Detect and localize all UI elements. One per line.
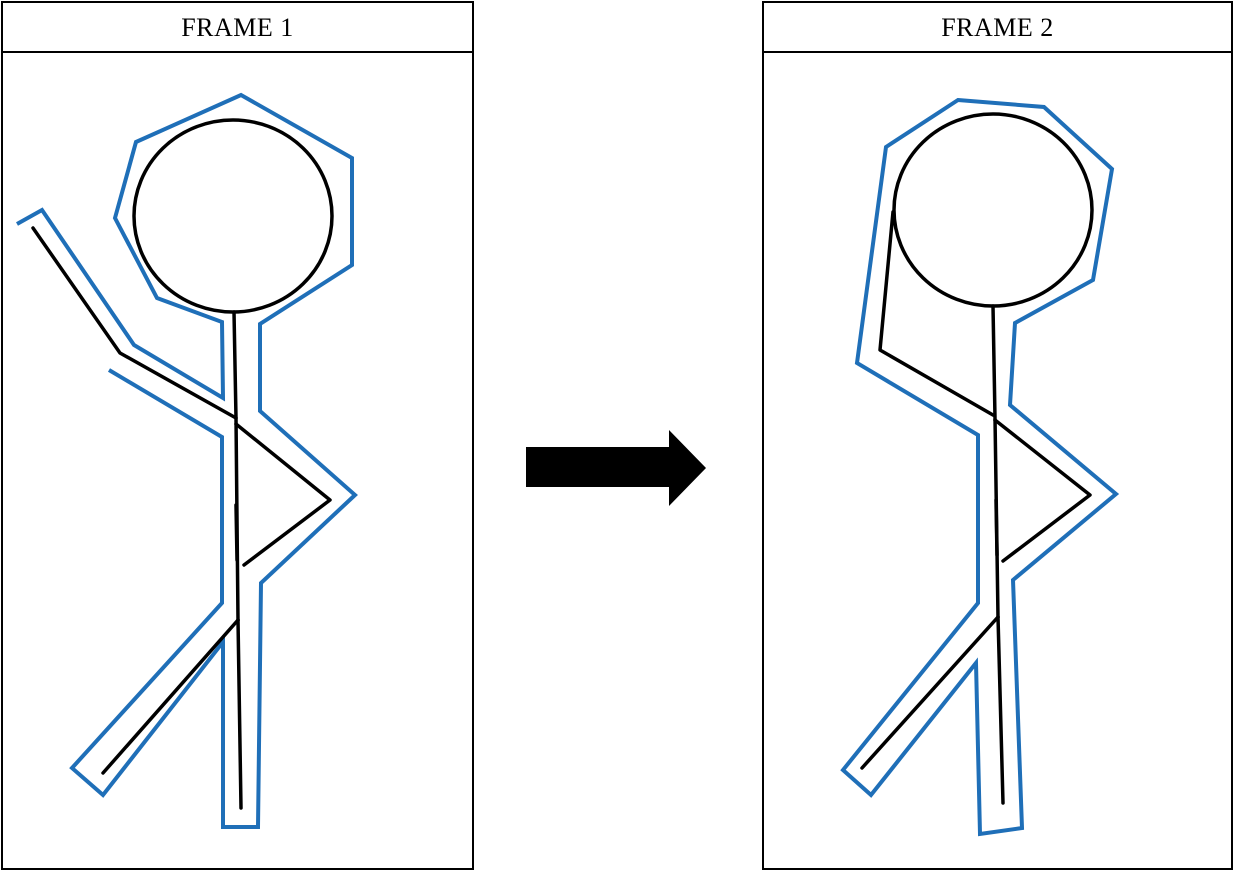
- frame-1-stick-figure: [31, 118, 334, 810]
- frame-2-bent-arm: [993, 418, 1092, 563]
- frame-2: [762, 1, 1233, 870]
- frame-2-front-leg: [996, 615, 1005, 805]
- frame-2-arm-stub: [994, 498, 999, 557]
- frame-1-arm-stub: [234, 503, 239, 562]
- frame-1-bent-arm: [234, 422, 332, 567]
- frame-1-label: FRAME 1: [181, 13, 294, 42]
- frame-2-head: [892, 112, 1094, 308]
- frame-1-selection-outline: [16, 92, 358, 829]
- frame-2-back-leg: [860, 615, 1000, 770]
- frame-2-torso: [991, 304, 1000, 619]
- frame-2-label: FRAME 2: [941, 13, 1054, 42]
- frame-1-raised-arm: [31, 226, 238, 420]
- frame-2-stick-figure: [860, 112, 1094, 805]
- frame-2-selection-outline: [840, 97, 1120, 837]
- frame-1-back-leg: [101, 618, 240, 775]
- frame-1: [1, 1, 474, 870]
- frame-2-raised-arm: [878, 210, 995, 417]
- frame-2-border: [762, 1, 1233, 870]
- frame-1-torso: [232, 310, 240, 622]
- frame-1-border: [1, 1, 474, 870]
- frame-1-front-leg: [236, 618, 243, 810]
- frame-1-head: [132, 118, 334, 314]
- transition-arrow: [526, 430, 706, 506]
